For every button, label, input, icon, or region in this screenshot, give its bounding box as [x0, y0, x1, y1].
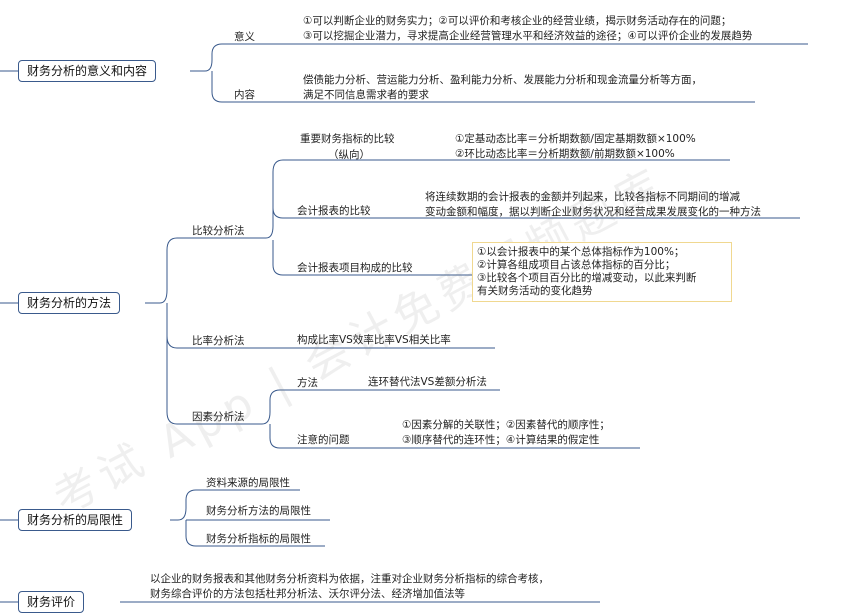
- ratio-detail: 构成比率VS效率比率VS相关比率: [297, 334, 451, 346]
- composition-note-line3: ③比较各个项目百分比的增减变动，以此来判断: [477, 272, 697, 284]
- compare-key-indicators[interactable]: 重要财务指标的比较: [300, 133, 395, 145]
- composition-note-line2: ②计算各组成项目占该总体指标的百分比；: [477, 259, 676, 271]
- compare-key-indicators-detail1: ①定基动态比率＝分析期数额/固定基期数额×100%: [455, 133, 696, 145]
- topic-analysis-methods[interactable]: 财务分析的方法: [18, 292, 121, 314]
- compare-key-indicators-detail2: ②环比动态比率＝分析期数额/前期数额×100%: [455, 148, 675, 160]
- connector-s3-item3: [185, 520, 325, 547]
- factor-caveats[interactable]: 注意的问题: [297, 434, 350, 446]
- factor-method-detail: 连环替代法VS差额分析法: [368, 376, 487, 388]
- topic-limitations[interactable]: 财务分析的局限性: [18, 509, 133, 531]
- meaning-detail-line1: ①可以判断企业的财务实力；②可以评价和考核企业的经营业绩，揭示财务活动存在的问题…: [303, 15, 732, 27]
- composition-note-line1: ①以会计报表中的某个总体指标作为100%；: [477, 246, 685, 258]
- topic-meaning-and-content[interactable]: 财务分析的意义和内容: [18, 60, 157, 82]
- branch-comparative-analysis[interactable]: 比较分析法: [192, 225, 245, 237]
- connector-compare-c2: [272, 207, 420, 226]
- connector-factor-f1: [250, 389, 500, 425]
- compare-key-indicators-vertical: （纵向）: [328, 149, 370, 161]
- connector-s2-factor: [166, 336, 250, 425]
- connector-s2-compare: [145, 237, 250, 304]
- connector-s1-b1: [190, 43, 300, 72]
- factor-method[interactable]: 方法: [297, 377, 318, 389]
- connector-factor-f2: [269, 424, 640, 449]
- compare-statements-detail1: 将连续数期的会计报表的金额并列起来，比较各指标不同期间的增减: [425, 191, 740, 203]
- connector-s3-item1: [170, 489, 300, 521]
- factor-caveats-detail2: ③顺序替代的连环性；④计算结果的假定性: [402, 434, 600, 446]
- compare-statement-composition[interactable]: 会计报表项目构成的比较: [297, 262, 413, 274]
- evaluation-detail-line1: 以企业的财务报表和其他财务分析资料为依据，注重对企业财务分析指标的综合考核，: [150, 573, 549, 585]
- composition-note-line4: 有关财务活动的变化趋势: [477, 285, 593, 297]
- limitation-methods[interactable]: 财务分析方法的局限性: [206, 505, 311, 517]
- limitation-indicators[interactable]: 财务分析指标的局限性: [206, 533, 311, 545]
- compare-statements[interactable]: 会计报表的比较: [297, 205, 371, 217]
- composition-note: ①以会计报表中的某个总体指标作为100%； ②计算各组成项目占该总体指标的百分比…: [472, 242, 732, 302]
- meaning-detail-line2: ③可以挖掘企业潜力，寻求提高企业经营管理水平和经济效益的途径；④可以评价企业的发…: [303, 30, 753, 42]
- limitation-data-source[interactable]: 资料来源的局限性: [206, 477, 290, 489]
- connector-compare-c3: [272, 240, 472, 276]
- evaluation-detail-line2: 财务综合评价的方法包括杜邦分析法、沃尔评分法、经济增加值法等: [150, 588, 465, 600]
- topic-financial-evaluation[interactable]: 财务评价: [18, 591, 85, 613]
- branch-content[interactable]: 内容: [234, 89, 255, 101]
- branch-ratio-analysis[interactable]: 比率分析法: [192, 335, 245, 347]
- compare-statements-detail2: 变动金额和幅度，据以判断企业财务状况和经营成果发展变化的一种方法: [425, 206, 761, 218]
- branch-meaning[interactable]: 意义: [234, 31, 255, 43]
- factor-caveats-detail1: ①因素分解的关联性；②因素替代的顺序性；: [402, 419, 610, 431]
- content-detail-line2: 满足不同信息需求者的要求: [303, 89, 429, 101]
- branch-factor-analysis[interactable]: 因素分析法: [192, 411, 245, 423]
- connector-compare-c1: [250, 159, 452, 239]
- content-detail-line1: 偿债能力分析、营运能力分析、盈利能力分析、发展能力分析和现金流量分析等方面，: [303, 74, 702, 86]
- connector-s1-b2: [211, 71, 755, 103]
